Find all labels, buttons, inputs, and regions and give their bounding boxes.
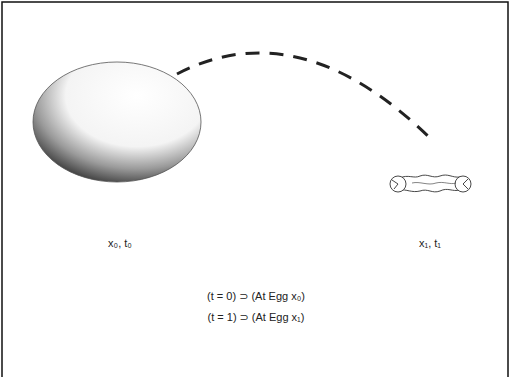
logic-formula: (t = 1) ⊃ (At Egg x₁) [208,311,305,324]
whole-egg [33,62,201,182]
broken-egg [390,175,471,192]
trajectory-arc [177,53,432,140]
logic-formula: (t = 0) ⊃ (At Egg x₀) [207,290,305,303]
position-time-label: x₁, t₁ [419,237,441,250]
position-time-label: x₀, t₀ [108,237,132,250]
